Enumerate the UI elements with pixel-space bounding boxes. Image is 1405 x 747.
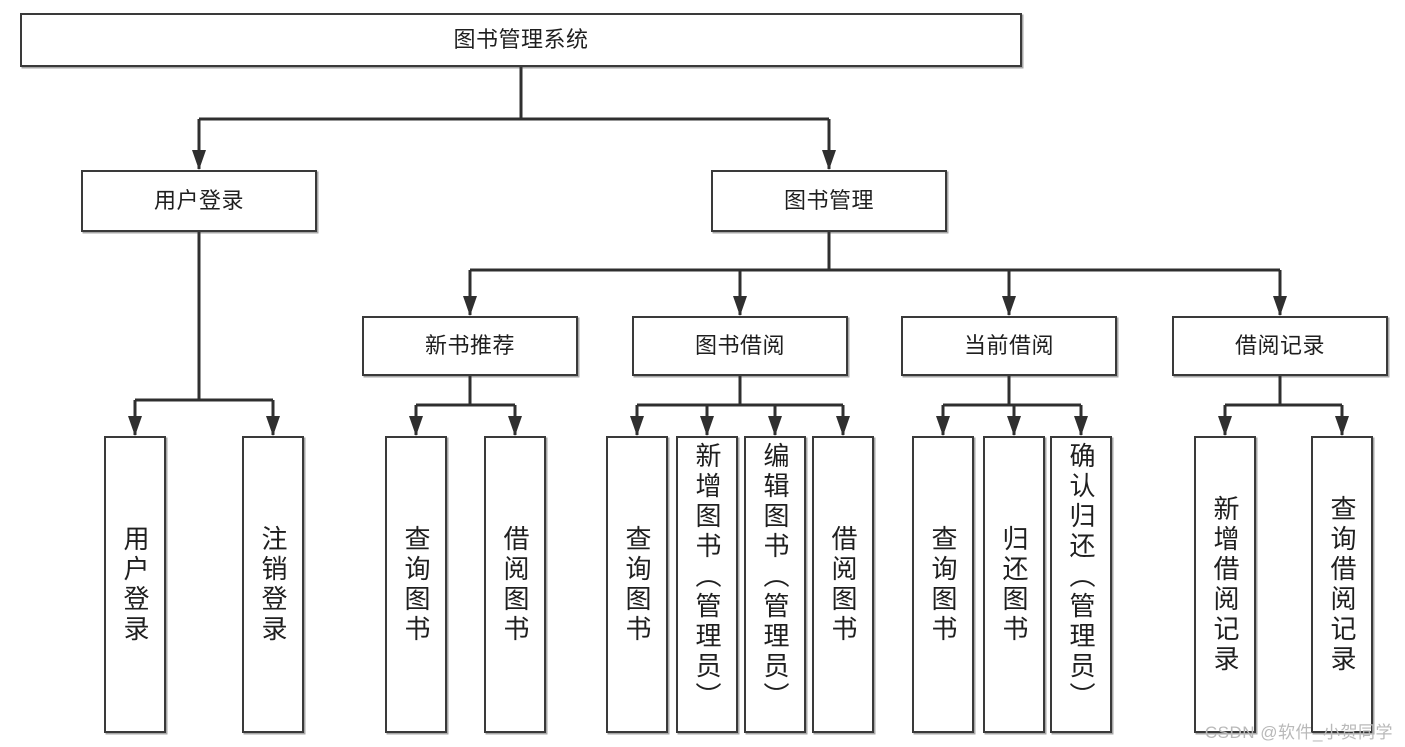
watermark: CSDN @软件_小贺同学 bbox=[1204, 723, 1393, 742]
node-label: 图书借阅 bbox=[694, 332, 785, 358]
node-leaf-return-book: 归还图书 bbox=[983, 436, 1045, 733]
node-label: 用户登录 bbox=[120, 524, 150, 645]
node-leaf-edit-book: 编辑图书（管理员） bbox=[744, 436, 806, 733]
node-label: 新增图书（管理员） bbox=[692, 442, 722, 712]
node-label: 图书管理 bbox=[783, 187, 874, 213]
node-label: 查询图书 bbox=[401, 524, 431, 645]
node-label: 归还图书 bbox=[999, 524, 1029, 645]
node-label: 查询图书 bbox=[622, 524, 652, 645]
node-user-login: 用户登录 bbox=[81, 170, 317, 232]
node-label: 确认归还（管理员） bbox=[1066, 442, 1096, 712]
node-book-manage: 图书管理 bbox=[711, 170, 947, 232]
node-leaf-query-book-1: 查询图书 bbox=[385, 436, 447, 733]
node-label: 新书推荐 bbox=[424, 332, 515, 358]
node-label: 查询图书 bbox=[928, 524, 958, 645]
node-leaf-user-login: 用户登录 bbox=[104, 436, 166, 733]
node-label: 编辑图书（管理员） bbox=[760, 442, 790, 712]
node-leaf-add-book: 新增图书（管理员） bbox=[676, 436, 738, 733]
node-leaf-borrow-book-1: 借阅图书 bbox=[484, 436, 546, 733]
node-label: 用户登录 bbox=[153, 187, 244, 213]
node-label: 借阅图书 bbox=[828, 524, 858, 645]
node-label: 注销登录 bbox=[258, 524, 288, 645]
node-label: 当前借阅 bbox=[963, 332, 1054, 358]
node-leaf-query-book-2: 查询图书 bbox=[606, 436, 668, 733]
node-leaf-query-book-3: 查询图书 bbox=[912, 436, 974, 733]
node-root: 图书管理系统 bbox=[20, 13, 1022, 67]
node-borrow-record: 借阅记录 bbox=[1172, 316, 1388, 376]
node-label: 借阅图书 bbox=[500, 524, 530, 645]
node-current-borrow: 当前借阅 bbox=[901, 316, 1117, 376]
node-label: 新增借阅记录 bbox=[1210, 494, 1240, 675]
node-leaf-borrow-book-2: 借阅图书 bbox=[812, 436, 874, 733]
node-label: 借阅记录 bbox=[1234, 332, 1325, 358]
node-leaf-logout: 注销登录 bbox=[242, 436, 304, 733]
node-book-borrow: 图书借阅 bbox=[632, 316, 848, 376]
node-leaf-query-record: 查询借阅记录 bbox=[1311, 436, 1373, 733]
node-new-book-rec: 新书推荐 bbox=[362, 316, 578, 376]
node-label: 查询借阅记录 bbox=[1327, 494, 1357, 675]
node-leaf-add-record: 新增借阅记录 bbox=[1194, 436, 1256, 733]
node-leaf-confirm-return: 确认归还（管理员） bbox=[1050, 436, 1112, 733]
node-label: 图书管理系统 bbox=[453, 26, 589, 52]
